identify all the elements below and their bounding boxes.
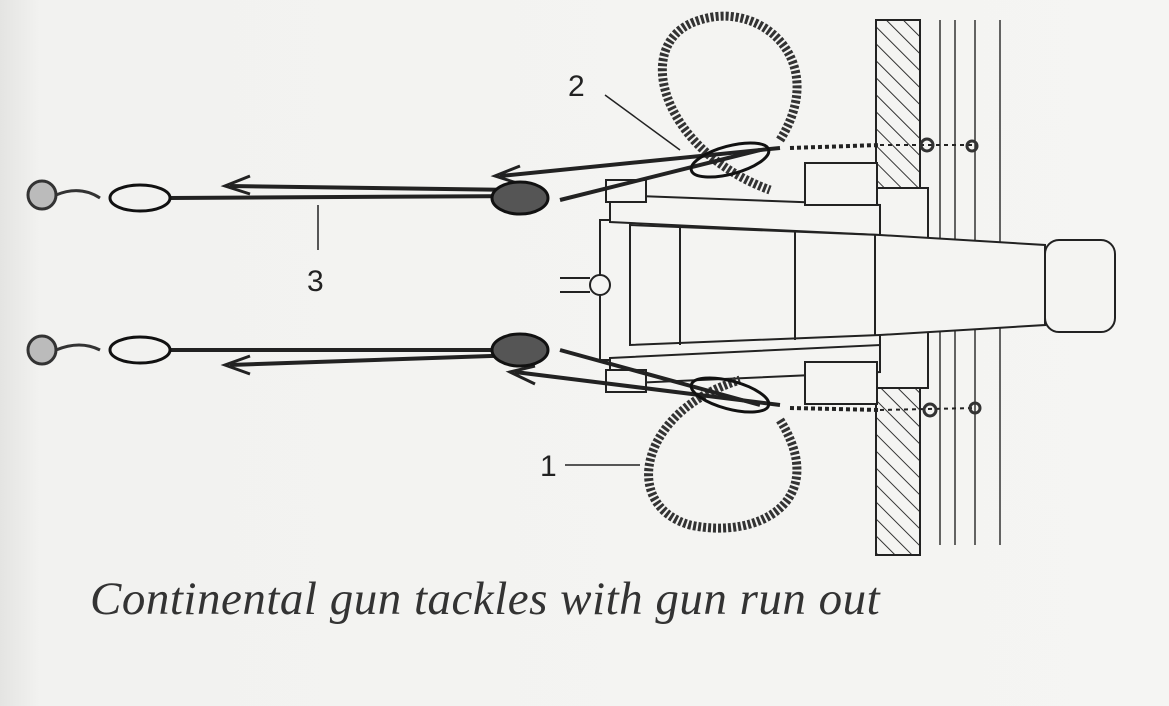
tackle-blocks (108, 141, 771, 414)
label-1: 1 (540, 450, 557, 483)
tackle-ropes (169, 143, 976, 412)
label-leaders (317, 94, 681, 466)
label-2: 2 (568, 70, 585, 103)
breeching-rope (644, 11, 802, 533)
figure-caption: Continental gun tackles with gun run out (90, 573, 881, 625)
cannon-barrel (560, 223, 1116, 347)
label-3: 3 (307, 265, 324, 298)
deck-hooks (26, 137, 982, 418)
